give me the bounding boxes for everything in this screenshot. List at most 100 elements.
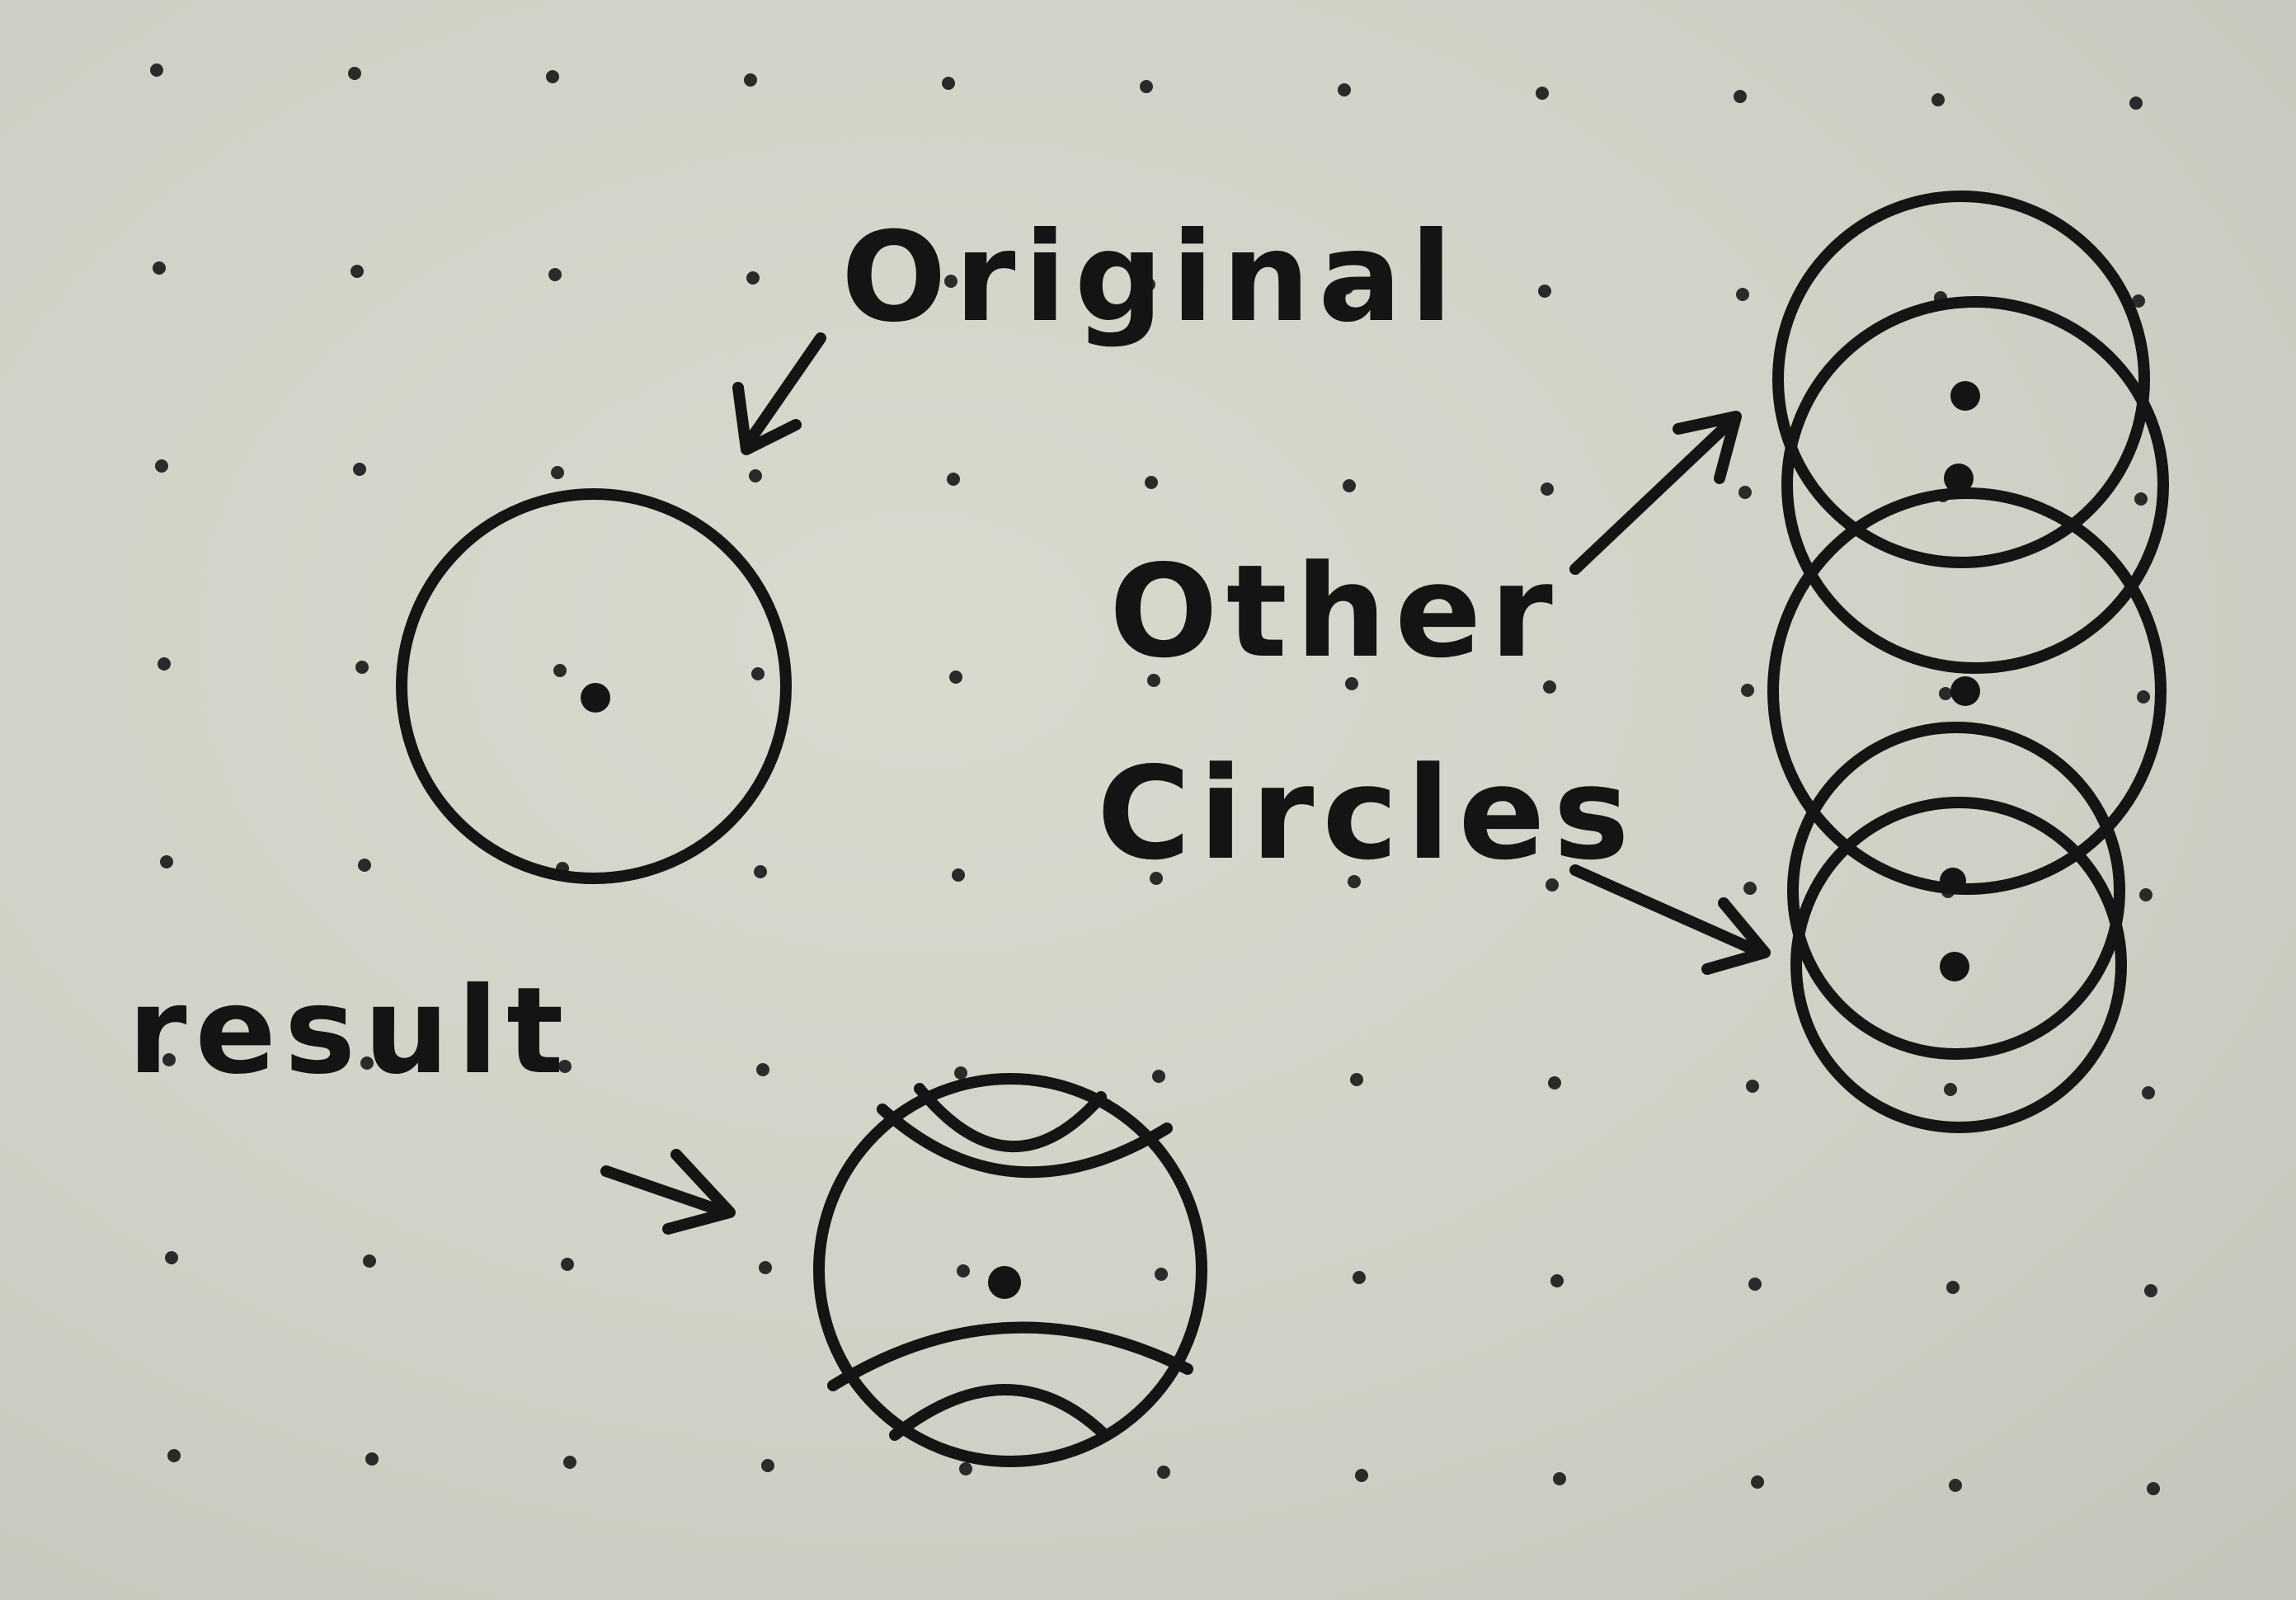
grid-dot xyxy=(761,1459,774,1472)
grid-dot xyxy=(548,268,562,281)
grid-dot xyxy=(1536,87,1549,100)
grid-dot xyxy=(1147,674,1160,687)
grid-dot xyxy=(355,661,369,674)
grid-dot xyxy=(150,64,163,77)
grid-dot xyxy=(553,664,567,677)
grid-dot xyxy=(563,1456,576,1469)
grid-dot xyxy=(1340,281,1353,294)
grid-dot xyxy=(1944,1083,1957,1096)
grid-dot xyxy=(162,1053,176,1066)
original-center-dot xyxy=(581,683,610,713)
grid-dot xyxy=(1142,278,1155,291)
grid-dot xyxy=(351,265,364,278)
grid-dot xyxy=(358,859,371,872)
grid-dot xyxy=(754,865,767,878)
grid-dot xyxy=(155,459,168,473)
grid-dot xyxy=(363,1254,376,1268)
grid-dot xyxy=(746,271,760,285)
dot-grid xyxy=(150,64,2160,1495)
grid-dot xyxy=(1157,1466,1170,1479)
grid-dot xyxy=(1350,1073,1363,1086)
grid-dot xyxy=(1746,1080,1759,1093)
other-center-dot-2 xyxy=(1944,464,1974,493)
grid-dot xyxy=(561,1258,574,1271)
other-circles xyxy=(1767,191,2169,1133)
grid-dot xyxy=(1140,80,1153,93)
grid-dot xyxy=(957,1264,970,1278)
grid-dot xyxy=(1743,882,1757,895)
original-label: Original xyxy=(841,206,1461,350)
result-center-dot xyxy=(988,1266,1021,1299)
result-arrow xyxy=(600,1149,736,1235)
grid-dot xyxy=(1152,1070,1165,1083)
grid-dot xyxy=(2134,492,2148,506)
grid-dot xyxy=(954,1066,967,1080)
grid-dot xyxy=(167,1449,181,1462)
grid-dot xyxy=(959,1462,972,1475)
grid-dot xyxy=(1355,1469,1368,1482)
grid-dot xyxy=(744,73,757,87)
grid-dot xyxy=(2144,1284,2157,1297)
grid-dot xyxy=(1748,1278,1762,1291)
grid-dot xyxy=(1550,1274,1564,1287)
grid-dot xyxy=(1946,1281,1960,1294)
grid-dot xyxy=(365,1452,379,1466)
grid-dot xyxy=(153,261,166,275)
grid-dot xyxy=(749,469,762,482)
grid-dot xyxy=(1348,875,1361,888)
grid-dot xyxy=(1949,1479,1962,1492)
grid-dot xyxy=(952,868,965,882)
grid-dot xyxy=(2137,690,2150,704)
grid-dot xyxy=(165,1251,178,1264)
result-label: result xyxy=(128,962,572,1101)
grid-dot xyxy=(1736,288,1749,301)
grid-dot xyxy=(353,463,366,476)
grid-dot xyxy=(942,77,955,90)
grid-dot xyxy=(1751,1475,1764,1489)
other-center-dot-4 xyxy=(1940,868,1966,894)
grid-dot xyxy=(2147,1482,2160,1495)
grid-dot xyxy=(944,275,957,288)
grid-dot xyxy=(1548,1076,1561,1089)
other-center-dot-1 xyxy=(1950,381,1980,411)
grid-dot xyxy=(558,1060,572,1073)
grid-dot xyxy=(2132,294,2145,308)
grid-dot xyxy=(160,855,173,868)
grid-dot xyxy=(348,67,361,80)
original-arrow xyxy=(732,332,826,455)
other-arrow-down xyxy=(1569,864,1771,975)
grid-dot xyxy=(1931,93,1945,106)
grid-dot xyxy=(1741,684,1754,697)
other-circles-label-line2: Circles xyxy=(1097,739,1638,888)
grid-dot xyxy=(947,473,960,486)
grid-dot xyxy=(1353,1271,1366,1284)
grid-dot xyxy=(158,657,171,671)
grid-dot xyxy=(2142,1086,2155,1099)
grid-dot xyxy=(2129,96,2143,110)
grid-dot xyxy=(1543,680,1556,694)
other-circles-label-line1: Other xyxy=(1109,537,1561,686)
other-center-dot-3 xyxy=(1950,676,1980,706)
grid-dot xyxy=(360,1056,374,1070)
grid-dot xyxy=(1343,479,1356,492)
grid-dot xyxy=(1734,90,1747,103)
grid-dot xyxy=(1738,486,1752,499)
grid-dot xyxy=(1150,872,1163,885)
grid-dot xyxy=(546,70,559,83)
grid-dot xyxy=(759,1261,772,1274)
grid-dot xyxy=(2139,888,2152,901)
grid-dot xyxy=(751,667,765,680)
grid-dot xyxy=(551,466,564,479)
grid-dot xyxy=(1553,1472,1566,1485)
other-arrow-up xyxy=(1569,411,1742,575)
result-circle xyxy=(813,1073,1207,1467)
grid-dot xyxy=(1546,878,1559,892)
grid-dot xyxy=(1541,482,1554,496)
grid-dot xyxy=(1939,687,1952,700)
grid-dot xyxy=(1338,83,1351,96)
grid-dot xyxy=(1538,285,1551,298)
original-circle xyxy=(396,488,792,884)
other-center-dot-5 xyxy=(1940,952,1969,981)
grid-dot xyxy=(1155,1268,1168,1281)
